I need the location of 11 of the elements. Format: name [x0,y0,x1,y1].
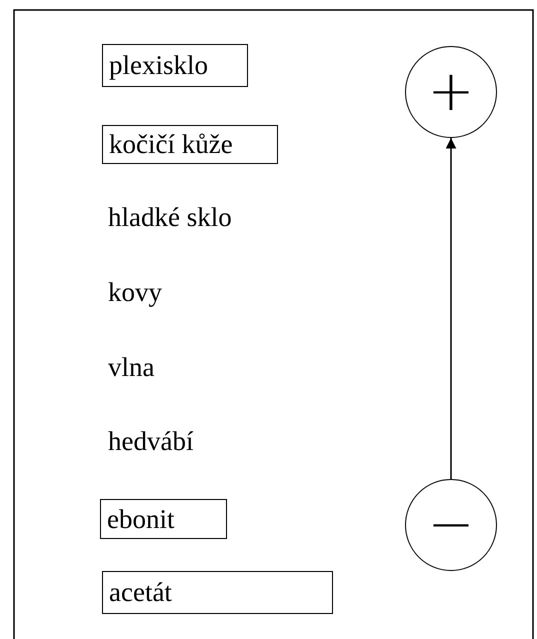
material-label: hedvábí [108,428,194,455]
material-box: acetát [102,571,333,614]
material-label: hladké sklo [108,204,232,231]
material-label: kovy [108,279,162,306]
material-box: plexisklo [102,44,248,87]
charge-circle: + [405,46,497,138]
material-box: kočičí kůže [102,125,278,164]
charge-circle: − [405,479,497,571]
material-label: vlna [108,354,154,381]
arrow [446,138,456,479]
material-box: ebonit [100,499,227,539]
